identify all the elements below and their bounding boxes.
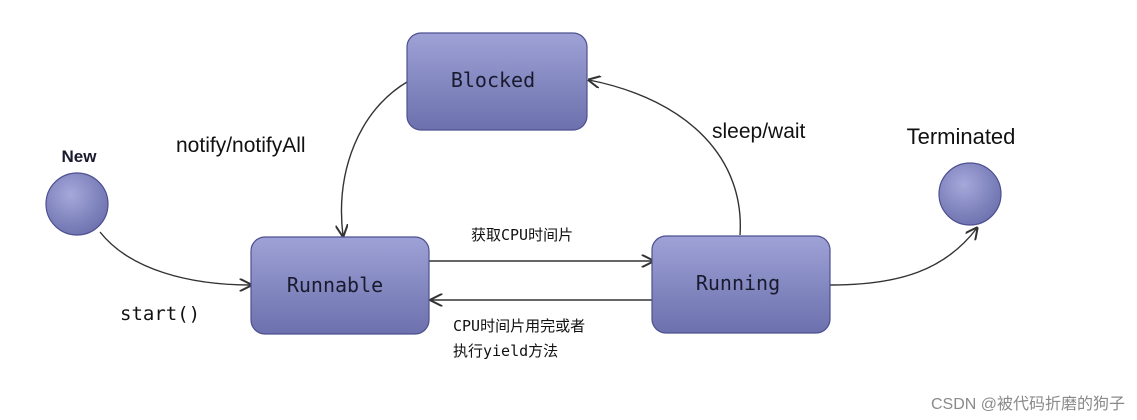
edge-new-to-runnable [99,231,251,285]
edge-running-to-blocked [589,80,741,236]
transition-notify-label: notify/notifyAll [176,134,306,157]
edge-blocked-to-runnable [342,81,408,236]
state-terminated [938,162,1002,226]
watermark: CSDN @被代码折磨的狗子 [931,395,1125,413]
transition-sleep-wait-label: sleep/wait [712,120,806,143]
state-runnable: Runnable [250,236,430,335]
transition-get-cpu-label: 获取CPU时间片 [471,226,573,244]
state-running: Running [651,235,831,334]
state-runnable-box [250,236,430,335]
state-running-box [651,235,831,334]
state-blocked-label: Blocked [451,68,535,92]
state-new [45,172,109,236]
transition-release-label-line2: 执行yield方法 [453,342,558,360]
transition-release-label-line1: CPU时间片用完或者 [453,317,585,335]
state-terminated-label: Terminated [907,124,1016,149]
state-blocked: Blocked [406,32,588,131]
state-terminated-circle [938,162,1002,226]
state-new-circle [45,172,109,236]
state-running-label: Running [696,271,780,295]
state-runnable-label: Runnable [287,273,383,297]
state-blocked-box [406,32,588,131]
state-new-label: New [62,147,98,166]
transition-start-label: start() [120,303,200,325]
edge-running-to-terminated [829,228,977,286]
